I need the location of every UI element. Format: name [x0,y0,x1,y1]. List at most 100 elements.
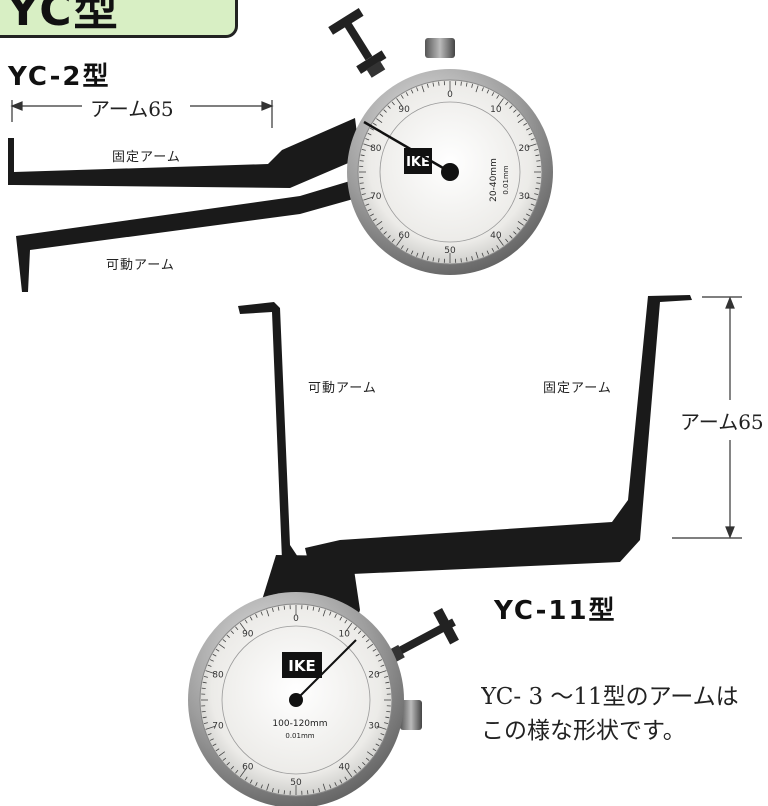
upper-bezel-lock [425,38,455,58]
lower-dial-tick [218,643,226,649]
lower-dial-tick [322,783,326,791]
upper-movable-arm [16,178,364,292]
lower-dial-tick [378,659,383,662]
upper-dial-tick [391,101,395,106]
lower-dial-tick [260,611,263,616]
upper-dial-tick [416,87,419,92]
upper-dial-tick [465,82,468,87]
upper-dial-tick [509,235,513,239]
shape-note-line-1: YC- 3 ～11型のアームは [481,684,739,710]
upper-dial-tick [400,94,404,99]
lower-dial-scale-number: 20 [368,671,380,681]
upper-dial-tick [535,154,540,157]
upper-dial-tick [396,237,403,246]
upper-dial-tick [360,154,365,157]
upper-dial-tick [410,89,414,94]
lower-dial-tick [203,675,208,678]
upper-dial-tick [471,83,474,88]
lower-dial-tick [344,776,348,781]
upper-dial-tick [491,248,495,252]
lower-dial-scale-number: 60 [242,762,254,772]
upper-dial-tick [496,94,500,99]
upper-dial-scale-number: 60 [398,231,410,241]
lower-bezel-lock [400,700,422,730]
upper-dial-tick [516,227,521,231]
upper-dial-tick [370,127,374,131]
upper-dial-tick [505,101,509,106]
upper-dial-scale-number: 30 [518,192,530,202]
lower-dial-scale-number: 90 [242,630,254,640]
upper-dial-tick [528,132,533,136]
lower-dial-tick [266,609,270,617]
lower-dial-tick [380,733,385,736]
upper-dial-tick [491,92,495,96]
upper-dial-tick [363,196,374,201]
upper-dial-scale-number: 90 [398,105,410,115]
upper-dial-tick [526,213,530,217]
lower-dial-tick [271,788,274,793]
lower-dial-tick [235,769,239,774]
lower-dial-tick [249,616,253,621]
upper-dial-scale-number: 20 [518,144,530,154]
lower-dial-tick [329,784,332,789]
upper-dial-tick [363,143,374,148]
upper-dial-tick [528,208,533,212]
lower-dial-tick [226,634,230,638]
lower-fixed-arm [305,295,692,578]
lower-dial-tick [212,653,217,657]
upper-dial-tick [372,122,377,126]
lower-dial-tick [362,762,366,766]
lower-dial-tick [372,648,377,652]
shape-note-line-2: この様な形状です。 [481,718,686,744]
lower-dial-tick [203,722,208,725]
series-title: YC型 [7,0,120,36]
upper-dial-tick [426,256,429,261]
upper-dial-tick [523,122,528,126]
upper-dial-tick [536,182,541,184]
lower-dial-scale-number: 30 [368,721,380,731]
upper-dial-scale-number: 80 [370,144,382,154]
lower-dial-scale-number: 80 [212,671,224,681]
upper-dial-tick [426,83,429,88]
lower-dial-tick [202,681,207,684]
lower-dial-tick [365,757,370,761]
lower-dial-tick [386,687,391,689]
lower-dial-tick [334,782,337,787]
lower-dial-tick [201,711,206,713]
lower-dial-tick [230,766,234,770]
lower-dial-tick [260,784,263,789]
lower-dial-tick [339,616,343,621]
lower-dial-tick [365,639,370,643]
upper-dial-tick [535,187,540,190]
upper-dial-tick [460,258,462,263]
upper-dial-tick [486,250,490,255]
lower-dial-tick [386,711,391,713]
lower-dial-tick [376,670,387,675]
upper-dial-tick [367,208,372,212]
upper-fixed-arm-label: 固定アーム [112,150,181,165]
lower-dial-tick [344,619,348,624]
upper-dial-tick [410,250,414,255]
lower-fixed-arm-label: 固定アーム [543,381,612,396]
shape-note: YC- 3 ～11型のアームは この様な形状です。 [481,680,768,748]
lower-dial-tick [201,687,206,689]
lower-dial-scale-number: 70 [212,721,224,731]
lower-dial-tick [345,768,353,778]
upper-dial-tick [526,143,537,148]
lower-dial-tick [375,653,380,657]
upper-dial-tick [361,148,366,151]
upper-dial-tick [387,105,391,109]
upper-dial-tick [405,92,409,96]
upper-dial-tick [523,218,528,222]
lower-dial-tick [307,605,309,610]
lower-dial-scale-number: 50 [290,778,302,788]
upper-dial-tick [379,227,384,231]
lower-dial-tick [345,622,353,632]
lower-dial-tick [353,626,357,631]
upper-dial-tick [405,248,409,252]
lower-dial-tick [277,606,280,611]
upper-dial-tick [534,148,539,151]
lower-dial-tick [209,738,214,741]
lower-dial-scale-number: 10 [338,630,350,640]
